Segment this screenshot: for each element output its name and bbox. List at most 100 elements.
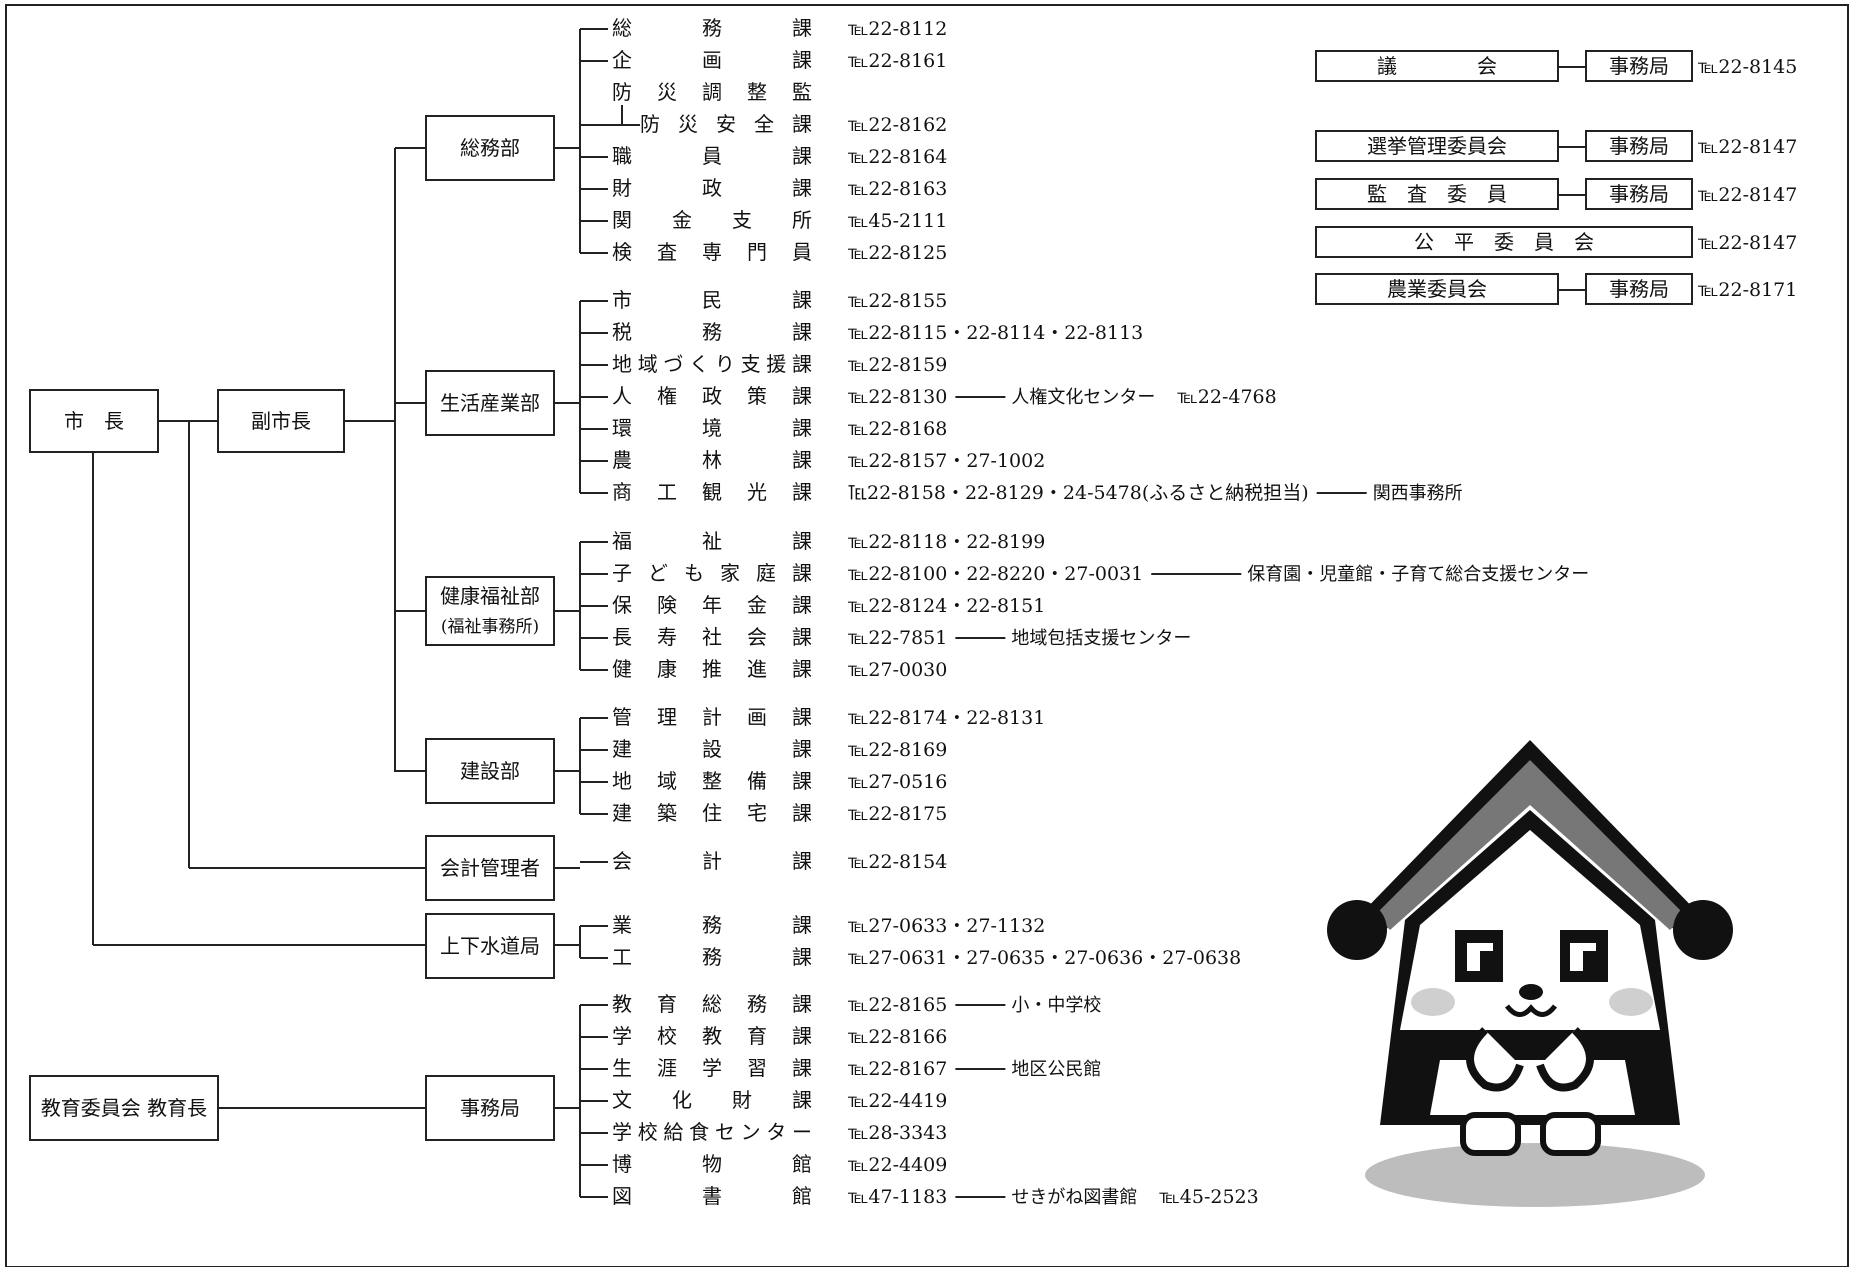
section-name: 学校給食センター	[612, 1120, 812, 1144]
education-board-box	[29, 1075, 219, 1141]
section-tel: ℡22-8163	[847, 178, 947, 200]
committee-office-box	[1585, 50, 1693, 82]
section-tel: ℡22-8124・22-8151	[847, 595, 1045, 617]
section-tel: ℡22-8169	[847, 739, 947, 761]
section-tel: ℡22-4409	[847, 1154, 947, 1176]
section-tel: ℡22-4419	[847, 1090, 947, 1112]
section-name: 図書館	[612, 1184, 812, 1208]
linked-facility: 地区公民館	[1011, 1059, 1101, 1080]
committee-name: 公 平 委 員 会	[1414, 230, 1594, 254]
section-tel: ℡22-8112	[847, 18, 947, 40]
section-name: 建築住宅課	[612, 801, 812, 825]
section-name: 環境課	[612, 416, 812, 440]
committee-box	[1315, 50, 1559, 82]
section-tel: ℡22-8174・22-8131	[847, 707, 1045, 729]
mascot-right-cheek	[1609, 988, 1653, 1016]
committee-office-label: 事務局	[1609, 134, 1669, 158]
section-tel: ℡27-0633・27-1132	[847, 915, 1045, 937]
committee-tel: ℡22-8147	[1697, 136, 1797, 158]
section-tel: ℡22-8175	[847, 803, 947, 825]
section-tel: ℡27-0631・27-0635・27-0636・27-0638	[847, 947, 1241, 969]
section-tel: ℡22-8118・22-8199	[847, 531, 1045, 553]
mayor-box	[29, 389, 159, 453]
section-name: 防災調整監	[612, 80, 812, 104]
committee-name: 農業委員会	[1387, 277, 1487, 301]
section-name: 関金支所	[612, 208, 812, 232]
section-tel: ℡27-0030	[847, 659, 947, 681]
section-name: 会計課	[612, 849, 812, 873]
section-name: 長寿社会課	[612, 625, 812, 649]
section-name: 地域整備課	[612, 769, 812, 793]
mayor-label: 市 長	[64, 409, 124, 433]
section-name: 工務課	[612, 945, 812, 969]
section-tel: ℡27-0516	[847, 771, 947, 793]
section-name: 健康推進課	[612, 657, 812, 681]
dept-label-kenko: 健康福祉部	[440, 584, 540, 608]
section-name: 地域づくり支援課	[612, 352, 812, 376]
mascot-right-pupil	[1583, 951, 1596, 971]
section-tel: ℡22-8155	[847, 290, 947, 312]
committee-box	[1315, 226, 1693, 258]
section-name: 生涯学習課	[612, 1056, 812, 1080]
education-office-label: 事務局	[460, 1096, 520, 1120]
section-tel: ℡28-3343	[847, 1122, 947, 1144]
linked-facility-tel: ℡45-2523	[1158, 1186, 1258, 1208]
committee-name: 選挙管理委員会	[1367, 134, 1507, 158]
section-tel: ℡22-7851	[847, 627, 947, 649]
linked-facility: 関西事務所	[1373, 483, 1463, 504]
section-tel: ℡22-8162	[847, 114, 947, 136]
section-tel: ℡22-8167	[847, 1058, 947, 1080]
section-name: 子ども家庭課	[612, 561, 812, 585]
dept-box-somu	[425, 115, 555, 181]
section-name: 検査専門員	[612, 240, 812, 264]
mascot-left-pupil	[1480, 951, 1493, 971]
committee-name: 監 査 委 員	[1367, 182, 1507, 206]
mascot-left-hand	[1466, 1027, 1524, 1092]
section-name: 市民課	[612, 288, 812, 312]
connector-lines	[92, 28, 1367, 1198]
committee-tel: ℡22-8147	[1697, 232, 1797, 254]
committee-tel: ℡22-8147	[1697, 184, 1797, 206]
deputy-mayor-box	[217, 389, 345, 453]
dept-sublabel-kenko: (福祉事務所)	[441, 617, 539, 637]
dept-label-kaikei: 会計管理者	[440, 856, 540, 880]
dept-box-kenko	[425, 576, 555, 646]
committee-office-box	[1585, 273, 1693, 305]
section-name: 教育総務課	[612, 992, 812, 1016]
section-tel: ℡22-8166	[847, 1026, 947, 1048]
section-name: 福祉課	[612, 529, 812, 553]
committee-office-label: 事務局	[1609, 182, 1669, 206]
dept-box-suido	[425, 913, 555, 979]
education-office-box	[425, 1075, 555, 1141]
education-board-label: 教育委員会 教育長	[41, 1096, 207, 1120]
committee-box	[1315, 178, 1559, 210]
dept-label-somu: 総務部	[460, 136, 520, 160]
mascot-right-hand	[1536, 1027, 1594, 1092]
section-tel: ℡22-8125	[847, 242, 947, 264]
section-tel: ℡22-8159	[847, 354, 947, 376]
linked-facility: 人権文化センター	[1011, 387, 1155, 408]
section-tel: ℡22-8115・22-8114・22-8113	[847, 322, 1143, 344]
dept-label-suido: 上下水道局	[440, 934, 540, 958]
section-name: 職員課	[612, 144, 812, 168]
mascot-right-ear	[1673, 900, 1733, 960]
section-tel: ℡22-8158・22-8129・24-5478(ふるさと納税担当)	[848, 482, 1309, 504]
mascot-roof	[1375, 760, 1685, 930]
section-tel: ℡22-8161	[847, 50, 947, 72]
dept-box-seikatsu	[425, 370, 555, 436]
committee-box	[1315, 130, 1559, 162]
section-name: 文化財課	[612, 1088, 812, 1112]
section-tel: ℡22-8164	[847, 146, 947, 168]
section-tel: ℡22-8130	[847, 386, 947, 408]
committee-box	[1315, 273, 1559, 305]
section-tel: ℡47-1183	[847, 1186, 947, 1208]
section-name: 商工観光課	[612, 480, 812, 504]
mascot-left-ear	[1327, 900, 1387, 960]
chart-frame	[5, 4, 1849, 1267]
mascot-nose	[1519, 984, 1543, 1000]
linked-facility: せきがね図書館	[1011, 1187, 1137, 1208]
section-name: 総務課	[612, 16, 812, 40]
mascot-right-foot	[1540, 1112, 1601, 1156]
